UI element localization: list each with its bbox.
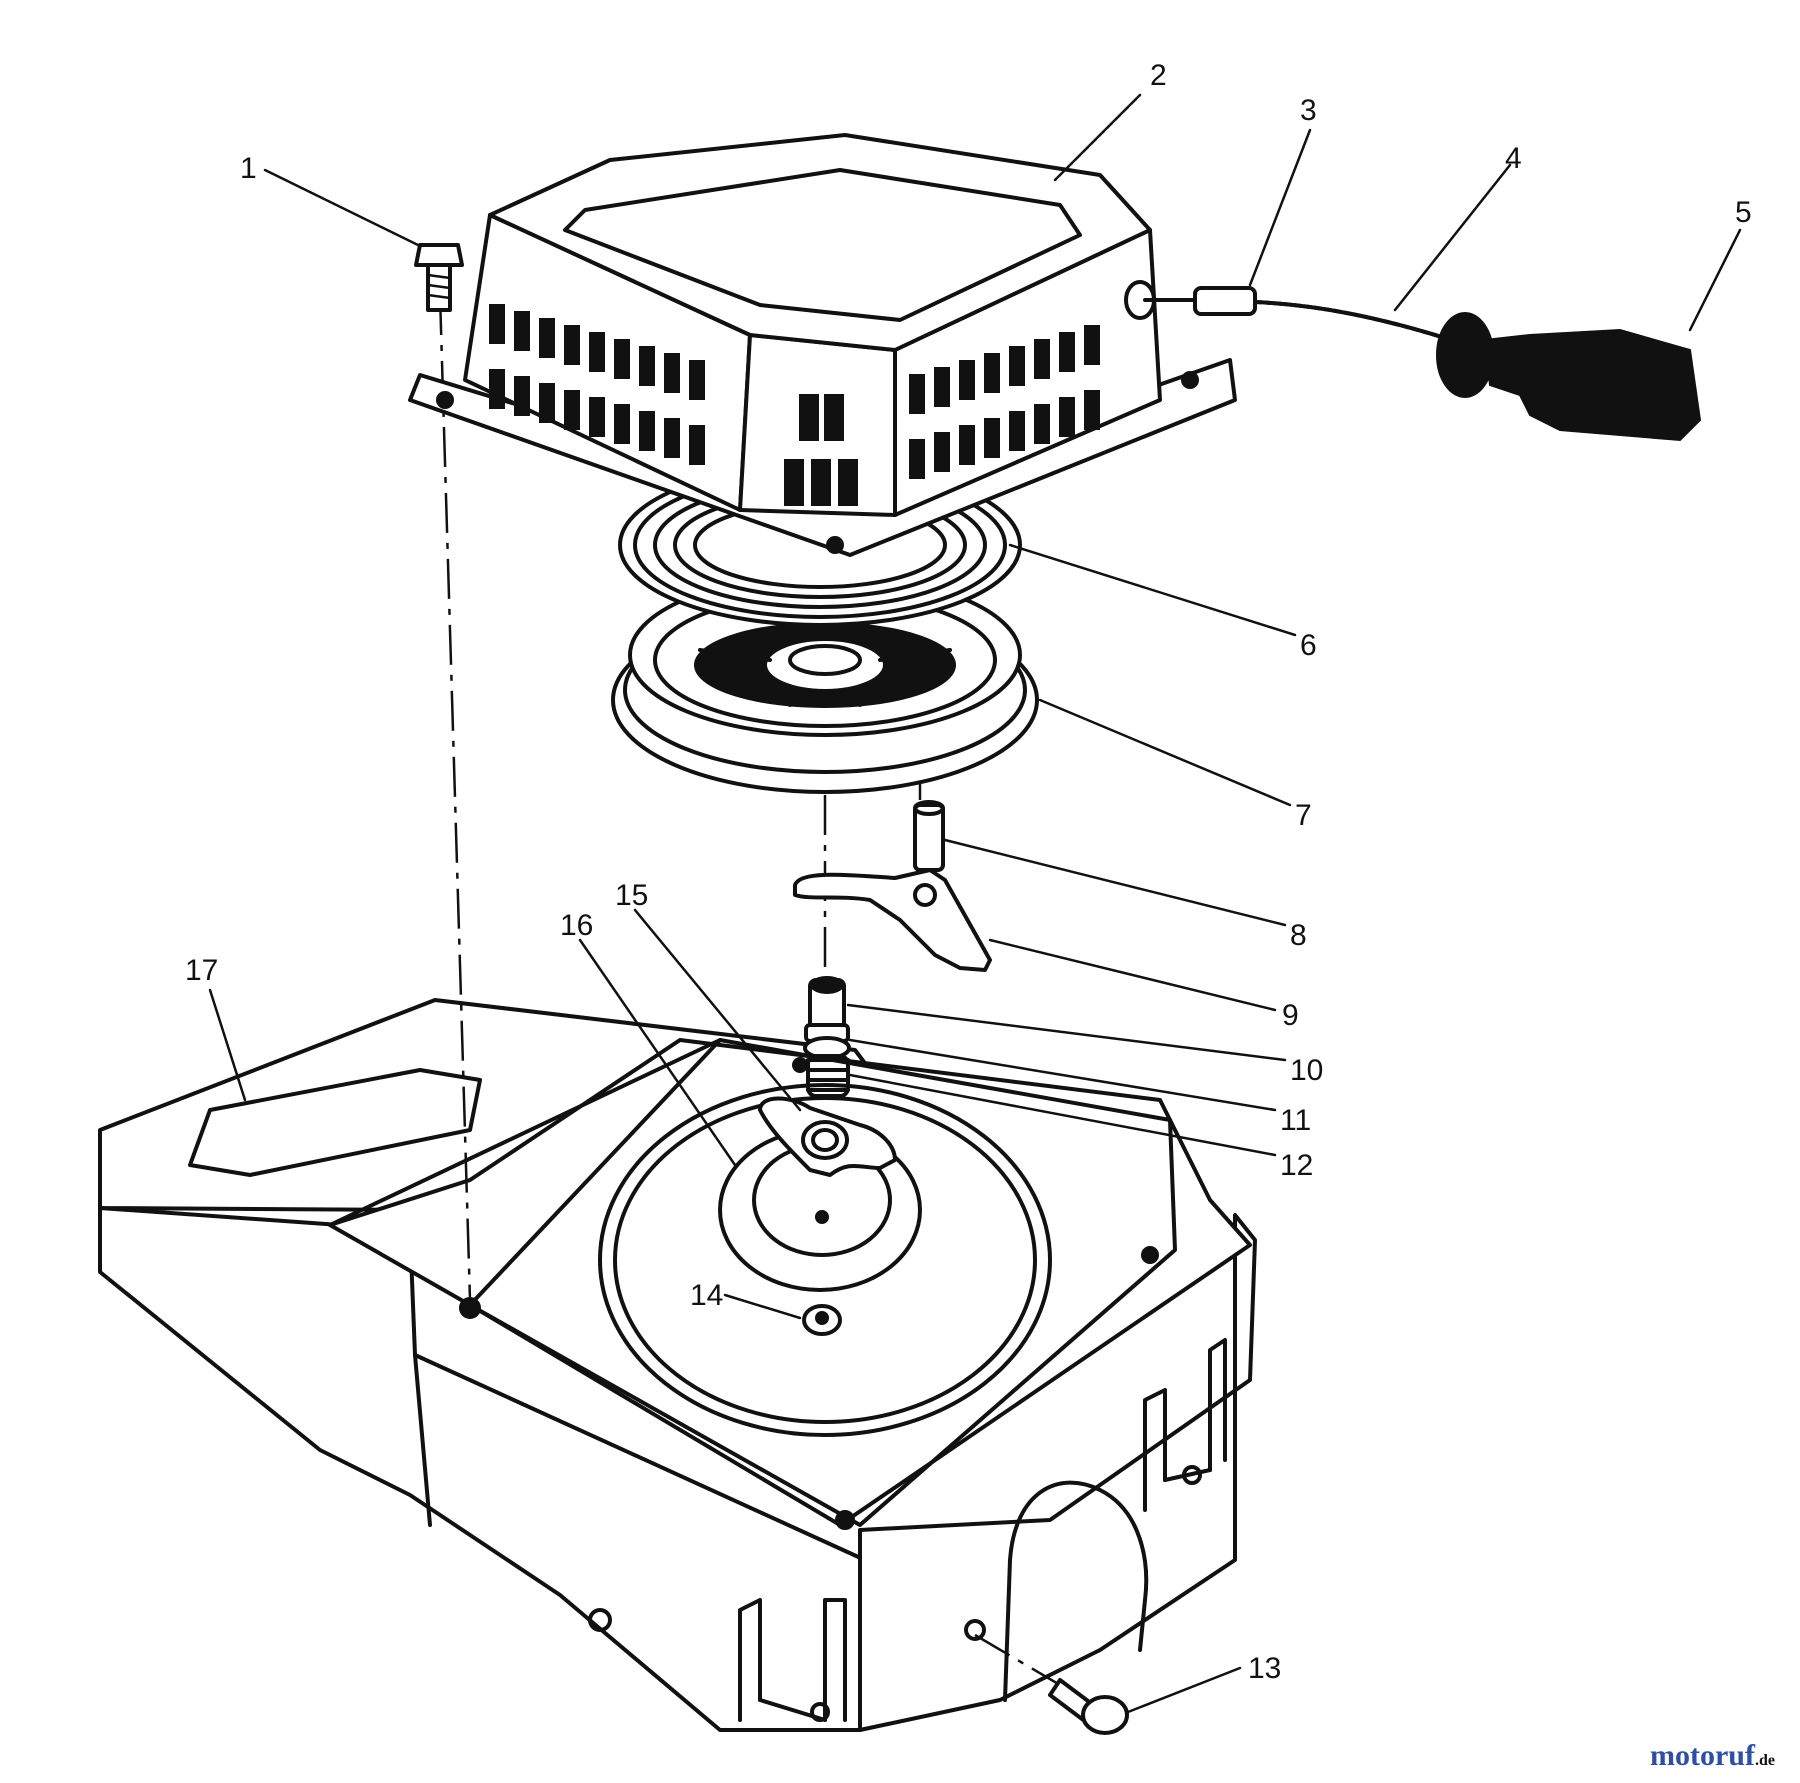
vent-slots-center [784,394,858,506]
watermark-logo: motoruf.de [1650,1739,1775,1772]
callout-16: 16 [560,909,593,942]
vent-slots-left [489,304,705,465]
callout-15: 15 [615,879,648,912]
callout-2: 2 [1150,59,1167,92]
vent-slots-right [909,325,1100,479]
watermark-text: motoruf [1650,1739,1756,1772]
starter-rope-assembly [1143,286,1702,442]
callout-7: 7 [1295,799,1312,832]
watermark-suffix: .de [1755,1752,1775,1769]
callout-10: 10 [1290,1054,1323,1087]
callout-13: 13 [1248,1652,1281,1685]
leader-lines [208,93,1742,1714]
callout-14: 14 [690,1279,723,1312]
ratchet-lever [793,800,992,972]
callout-11: 11 [1280,1104,1311,1137]
callout-12: 12 [1280,1149,1313,1182]
engine-shroud [98,998,1257,1732]
callout-9: 9 [1282,999,1299,1032]
callout-8: 8 [1290,919,1307,952]
hex-bolt [414,243,464,312]
callout-5: 5 [1735,196,1752,229]
callout-1: 1 [240,152,257,185]
svg-text:motoruf.de: motoruf.de [1650,1739,1775,1772]
shaft-stack [803,976,851,1098]
callout-6: 6 [1300,629,1317,662]
starter-housing [408,133,1237,557]
callout-labels: 1 2 3 4 5 6 7 8 9 10 11 12 13 14 15 16 1… [185,59,1752,1685]
callout-3: 3 [1300,94,1317,127]
screw [1048,1678,1129,1735]
callout-4: 4 [1505,142,1522,175]
callout-17: 17 [185,954,218,987]
nut [802,1304,842,1336]
